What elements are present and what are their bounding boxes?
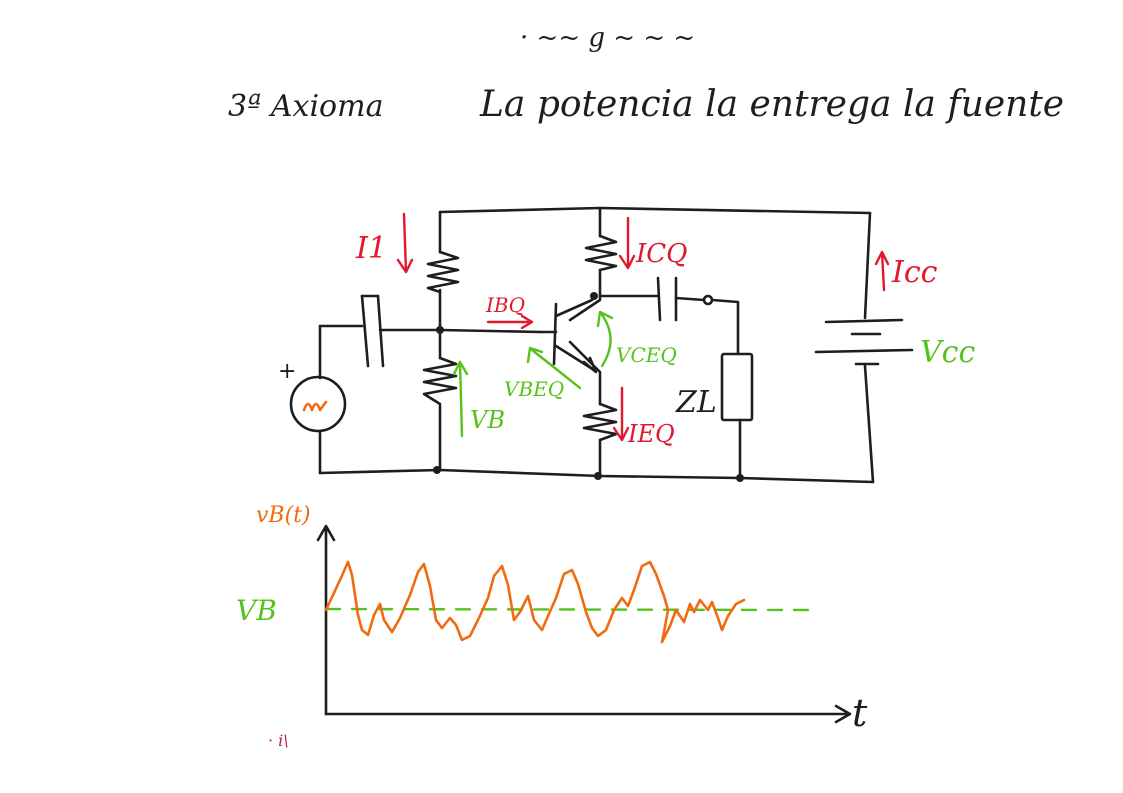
bias-resistor-bottom xyxy=(422,356,458,406)
vcc-battery xyxy=(814,318,914,366)
ibq-arrow xyxy=(486,314,534,330)
label-ieq: IEQ xyxy=(627,420,675,448)
bottom-scribble: · i\ xyxy=(268,731,289,750)
label-vcc: Vcc xyxy=(920,335,975,370)
vceq-arrow xyxy=(596,310,614,368)
label-icc: Icc xyxy=(891,255,938,290)
junction-node-collector xyxy=(590,292,598,300)
icc-arrow xyxy=(874,250,890,292)
bias-resistor-top xyxy=(426,250,460,294)
plot-y-axis-label: vB(t) xyxy=(256,503,311,528)
label-vceq: VCEQ xyxy=(616,343,677,367)
source-plus-sign: + xyxy=(278,359,296,384)
junction-node-bias xyxy=(436,326,444,334)
partial-top-line: · ~~ g ~ ~ ~ xyxy=(520,23,695,53)
circuit-wires xyxy=(318,206,875,484)
label-zl: ZL xyxy=(675,385,717,420)
label-vb: VB xyxy=(470,406,505,434)
label-icq: ICQ xyxy=(635,239,687,269)
axiom-label: 3ª Axioma xyxy=(228,89,383,124)
junction-node-gnd-left xyxy=(433,466,441,474)
plot-x-axis-label: t xyxy=(852,691,868,735)
label-ibq: IBQ xyxy=(485,293,525,317)
load-impedance xyxy=(720,352,754,422)
ieq-arrow xyxy=(612,386,630,442)
vb-arrow xyxy=(452,360,469,438)
collector-resistor xyxy=(584,234,618,272)
dc-level-dashed-line xyxy=(324,607,812,612)
bjt-transistor xyxy=(538,298,598,374)
plot-axes xyxy=(316,524,852,724)
junction-node-gnd-mid xyxy=(594,472,602,480)
signal-source xyxy=(289,375,347,433)
label-vbeq: VBEQ xyxy=(504,377,564,401)
output-capacitor xyxy=(656,276,714,322)
emitter-resistor xyxy=(582,402,618,442)
axiom-statement: La potencia la entrega la fuente xyxy=(479,84,1064,125)
label-i1: I1 xyxy=(355,231,387,266)
plot-dc-level-label: VB xyxy=(236,594,277,627)
vbeq-arrow xyxy=(526,346,582,390)
vb-signal-waveform xyxy=(324,560,746,644)
input-capacitor xyxy=(360,294,385,368)
icq-arrow xyxy=(618,216,636,270)
i1-arrow xyxy=(396,212,414,274)
junction-node-gnd-right xyxy=(736,474,744,482)
